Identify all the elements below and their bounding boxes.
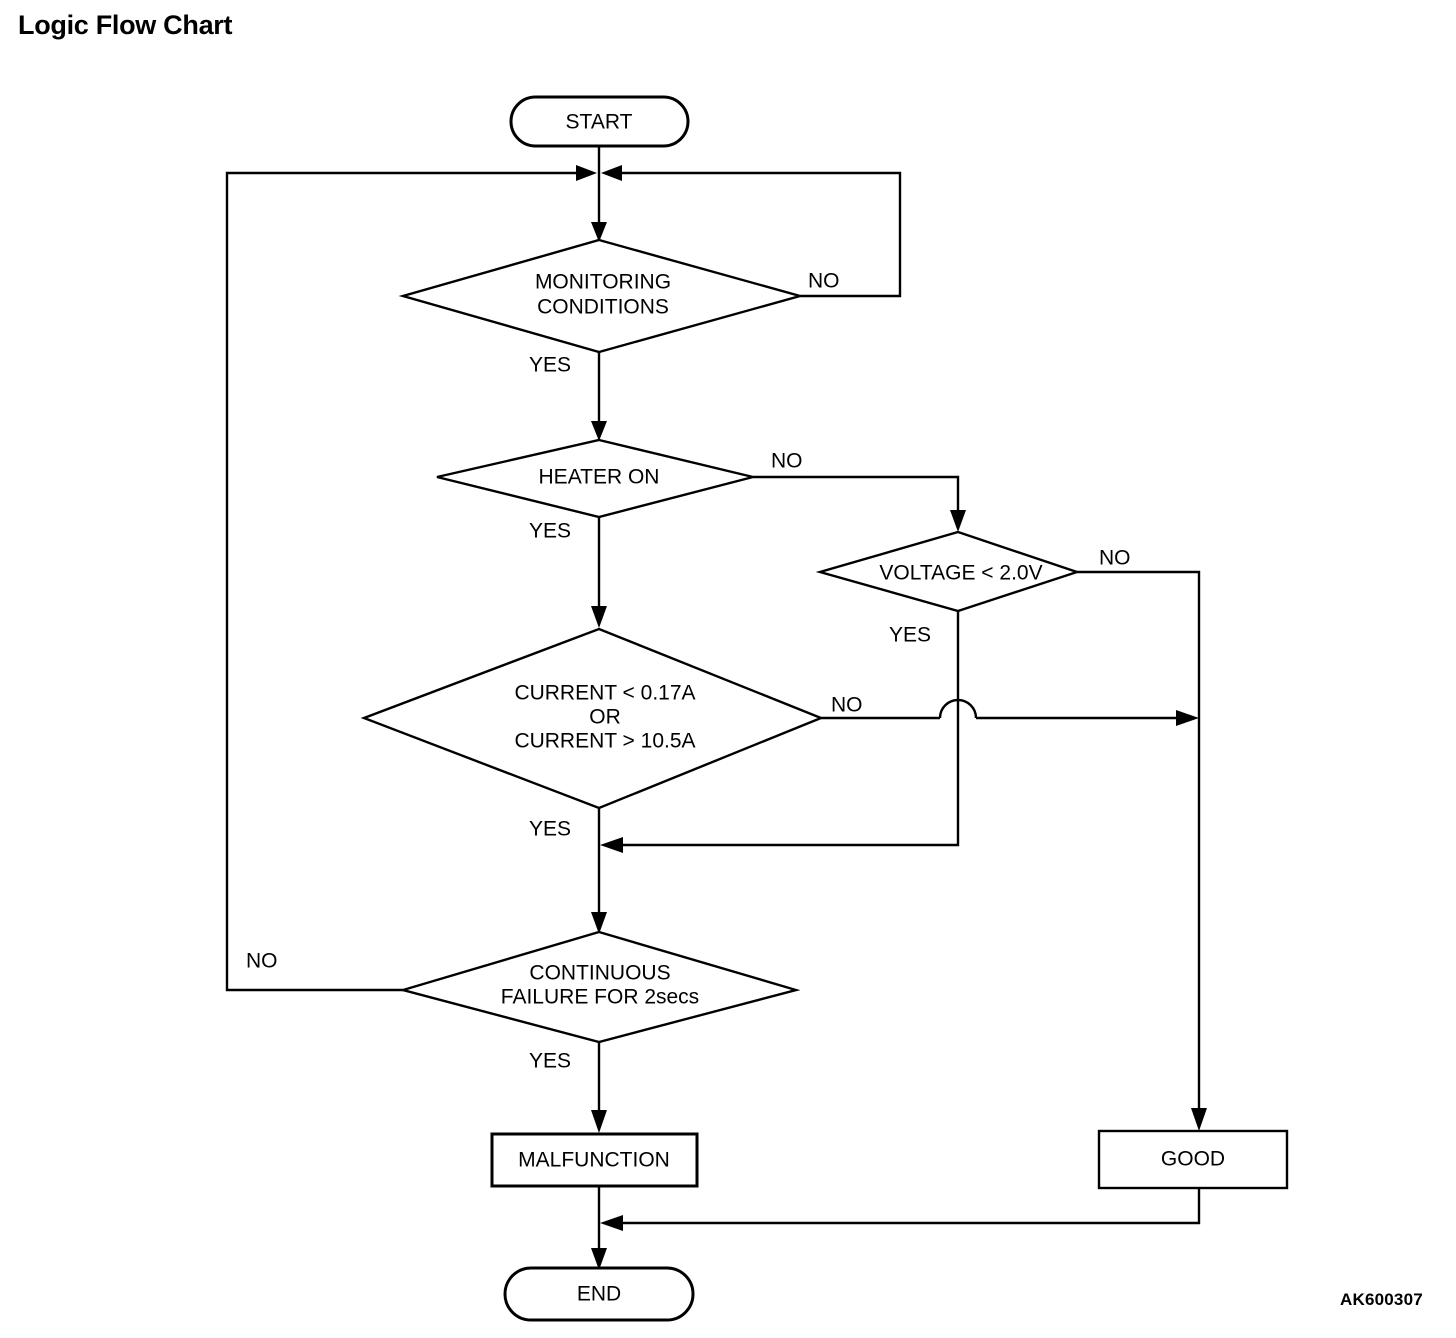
arrowhead-into-heater bbox=[591, 421, 607, 441]
edge-voltage-yes bbox=[612, 611, 960, 847]
node-end-label: END bbox=[577, 1283, 621, 1306]
node-monitoring-conditions[interactable] bbox=[398, 238, 805, 354]
node-malfunction[interactable] bbox=[490, 1132, 699, 1188]
node-heater-label: HEATER ON bbox=[539, 466, 660, 489]
node-malfunction-label: MALFUNCTION bbox=[518, 1149, 670, 1172]
arrowhead-good-merge bbox=[600, 1215, 623, 1231]
node-monitoring-line2: CONDITIONS bbox=[537, 296, 669, 319]
edge-label-heater-yes: YES bbox=[529, 520, 571, 543]
arrowhead-into-malfunction bbox=[591, 1110, 607, 1133]
node-continuous-line2: FAILURE FOR 2secs bbox=[501, 986, 699, 1009]
arrowhead-current-no-merge bbox=[1176, 710, 1199, 726]
edge-monitoring-no-loopback bbox=[612, 171, 902, 298]
node-good-label: GOOD bbox=[1161, 1148, 1225, 1171]
node-voltage-check[interactable] bbox=[815, 530, 1081, 613]
node-voltage-label: VOLTAGE < 2.0V bbox=[879, 562, 1042, 585]
node-current-line2: OR bbox=[589, 706, 621, 729]
arrowhead-monitoring-no-junction bbox=[601, 165, 622, 181]
page-title: Logic Flow Chart bbox=[18, 10, 233, 40]
edge-current-no-jump-arc bbox=[938, 698, 978, 719]
edge-label-voltage-no: NO bbox=[1099, 547, 1131, 570]
node-current-check[interactable] bbox=[360, 627, 825, 810]
edge-continuous-no-loopback bbox=[225, 171, 586, 992]
figure-code-watermark: AK600307 bbox=[1340, 1290, 1423, 1309]
arrowhead-into-monitoring bbox=[591, 222, 607, 242]
edge-heater-no bbox=[753, 475, 960, 522]
node-heater-on[interactable] bbox=[436, 438, 754, 519]
arrowhead-into-current bbox=[591, 606, 607, 628]
arrowhead-into-continuous bbox=[591, 912, 607, 934]
node-continuous-failure[interactable] bbox=[398, 930, 801, 1044]
edge-label-current-no: NO bbox=[831, 694, 863, 717]
edge-label-monitoring-yes: YES bbox=[529, 354, 571, 377]
node-continuous-line1: CONTINUOUS bbox=[529, 962, 670, 985]
node-start-label: START bbox=[566, 111, 633, 134]
node-current-line3: CURRENT > 10.5A bbox=[514, 730, 695, 753]
edge-label-continuous-no: NO bbox=[246, 950, 278, 973]
node-end[interactable] bbox=[503, 1266, 695, 1322]
node-monitoring-line1: MONITORING bbox=[535, 271, 671, 294]
node-start[interactable] bbox=[509, 95, 690, 148]
arrowhead-into-voltage bbox=[950, 510, 966, 532]
edge-voltage-no-to-good bbox=[1077, 570, 1201, 1120]
arrowhead-into-good bbox=[1191, 1108, 1207, 1131]
edge-label-heater-no: NO bbox=[771, 450, 803, 473]
edge-label-current-yes: YES bbox=[529, 818, 571, 841]
node-current-line1: CURRENT < 0.17A bbox=[514, 682, 695, 705]
node-good[interactable] bbox=[1097, 1129, 1289, 1190]
edge-label-monitoring-no: NO bbox=[808, 270, 840, 293]
edge-label-voltage-yes: YES bbox=[889, 624, 931, 647]
edge-good-to-end bbox=[612, 1188, 1201, 1225]
edge-label-continuous-yes: YES bbox=[529, 1050, 571, 1073]
arrowhead-into-end bbox=[591, 1248, 607, 1270]
arrowhead-continuous-no-junction bbox=[576, 165, 597, 181]
arrowhead-voltage-yes-merge bbox=[600, 837, 623, 853]
